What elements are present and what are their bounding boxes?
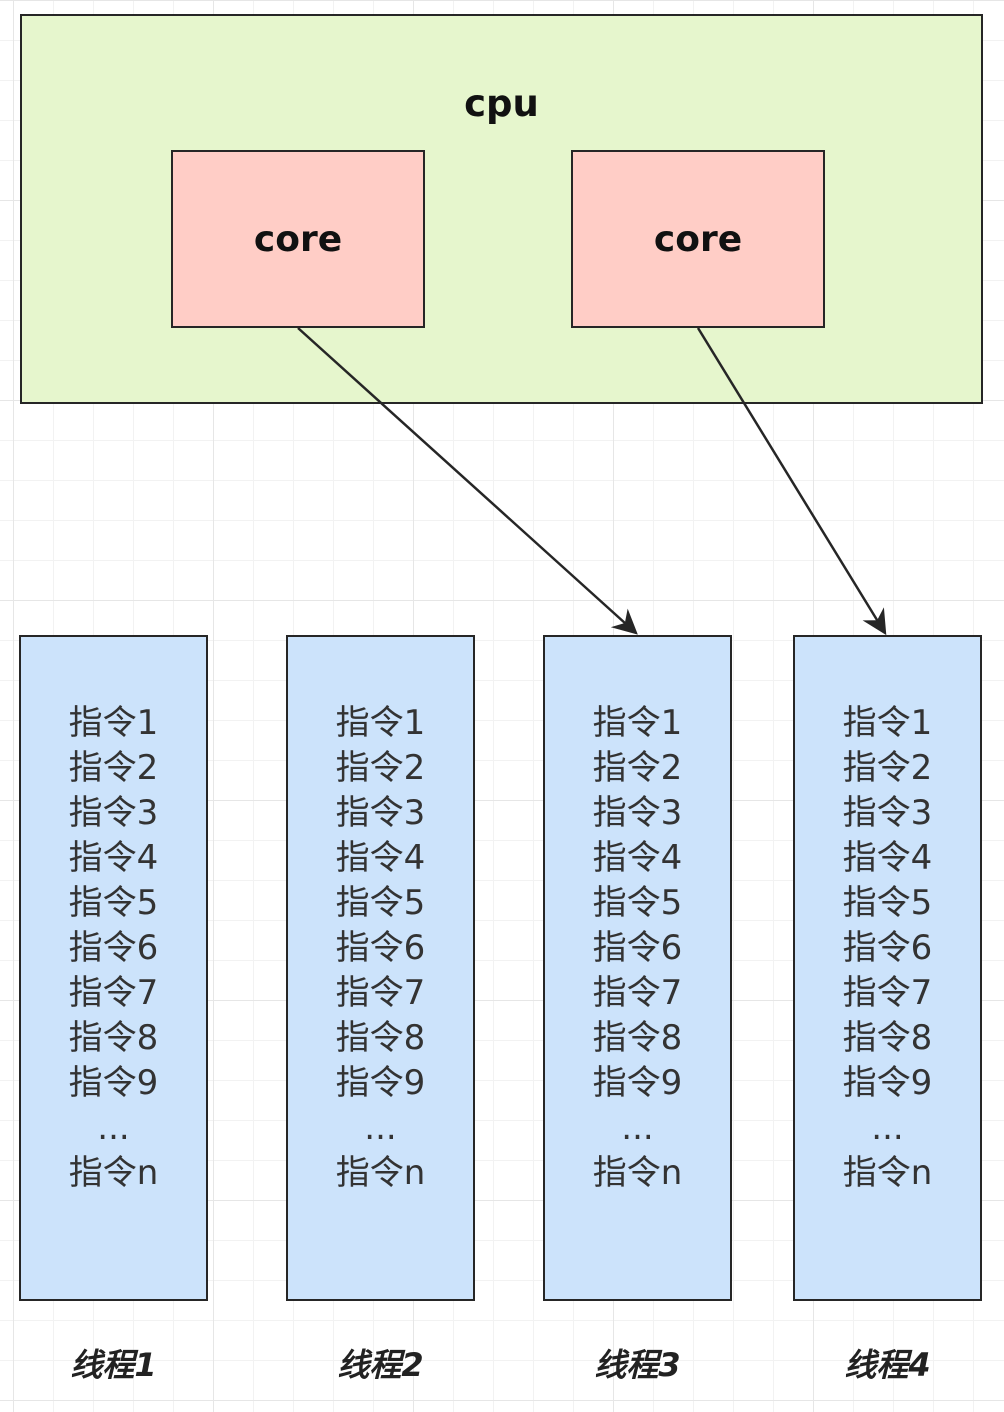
instruction-item: 指令9	[335, 1063, 426, 1103]
instruction-item: 指令2	[592, 748, 683, 788]
instruction-item: 指令5	[335, 883, 426, 923]
instruction-item: 指令4	[842, 838, 933, 878]
instruction-item: 指令3	[592, 793, 683, 833]
instruction-item: 指令n	[592, 1153, 683, 1193]
instruction-item: 指令2	[842, 748, 933, 788]
core-box-2: core	[571, 150, 825, 328]
instruction-item: 指令4	[68, 838, 159, 878]
instruction-item: 指令2	[335, 748, 426, 788]
instruction-ellipsis: ...	[871, 1108, 904, 1148]
instruction-item: 指令7	[335, 973, 426, 1013]
instruction-item: 指令n	[335, 1153, 426, 1193]
instruction-item: 指令1	[335, 703, 426, 743]
instruction-item: 指令4	[592, 838, 683, 878]
instruction-item: 指令7	[842, 973, 933, 1013]
instruction-item: 指令9	[592, 1063, 683, 1103]
thread-label-2: 线程2	[337, 1346, 424, 1384]
instruction-list: 指令1 指令2 指令3 指令4 指令5 指令6 指令7 指令8 指令9 ... …	[21, 701, 206, 1196]
instruction-item: 指令6	[592, 928, 683, 968]
instruction-item: 指令1	[68, 703, 159, 743]
instruction-item: 指令7	[592, 973, 683, 1013]
instruction-item: 指令4	[335, 838, 426, 878]
instruction-item: 指令8	[335, 1018, 426, 1058]
instruction-item: 指令3	[68, 793, 159, 833]
instruction-item: 指令1	[592, 703, 683, 743]
instruction-list: 指令1 指令2 指令3 指令4 指令5 指令6 指令7 指令8 指令9 ... …	[545, 701, 730, 1196]
instruction-ellipsis: ...	[364, 1108, 397, 1148]
instruction-item: 指令3	[842, 793, 933, 833]
instruction-item: 指令3	[335, 793, 426, 833]
instruction-item: 指令n	[842, 1153, 933, 1193]
thread-box-3: 指令1 指令2 指令3 指令4 指令5 指令6 指令7 指令8 指令9 ... …	[543, 635, 732, 1301]
instruction-item: 指令1	[842, 703, 933, 743]
thread-label-1: 线程1	[70, 1346, 157, 1384]
thread-box-4: 指令1 指令2 指令3 指令4 指令5 指令6 指令7 指令8 指令9 ... …	[793, 635, 982, 1301]
instruction-item: 指令5	[68, 883, 159, 923]
instruction-list: 指令1 指令2 指令3 指令4 指令5 指令6 指令7 指令8 指令9 ... …	[288, 701, 473, 1196]
instruction-item: 指令8	[592, 1018, 683, 1058]
instruction-ellipsis: ...	[621, 1108, 654, 1148]
instruction-item: 指令7	[68, 973, 159, 1013]
instruction-item: 指令6	[842, 928, 933, 968]
core-box-1: core	[171, 150, 425, 328]
instruction-item: 指令n	[68, 1153, 159, 1193]
thread-box-2: 指令1 指令2 指令3 指令4 指令5 指令6 指令7 指令8 指令9 ... …	[286, 635, 475, 1301]
instruction-item: 指令8	[68, 1018, 159, 1058]
instruction-item: 指令9	[842, 1063, 933, 1103]
thread-label-4: 线程4	[844, 1346, 931, 1384]
instruction-ellipsis: ...	[97, 1108, 130, 1148]
instruction-list: 指令1 指令2 指令3 指令4 指令5 指令6 指令7 指令8 指令9 ... …	[795, 701, 980, 1196]
instruction-item: 指令5	[842, 883, 933, 923]
instruction-item: 指令6	[335, 928, 426, 968]
thread-label-3: 线程3	[594, 1346, 681, 1384]
instruction-item: 指令9	[68, 1063, 159, 1103]
instruction-item: 指令6	[68, 928, 159, 968]
cpu-box: cpu	[20, 14, 983, 404]
cpu-label: cpu	[464, 82, 539, 125]
thread-box-1: 指令1 指令2 指令3 指令4 指令5 指令6 指令7 指令8 指令9 ... …	[19, 635, 208, 1301]
instruction-item: 指令2	[68, 748, 159, 788]
instruction-item: 指令5	[592, 883, 683, 923]
instruction-item: 指令8	[842, 1018, 933, 1058]
